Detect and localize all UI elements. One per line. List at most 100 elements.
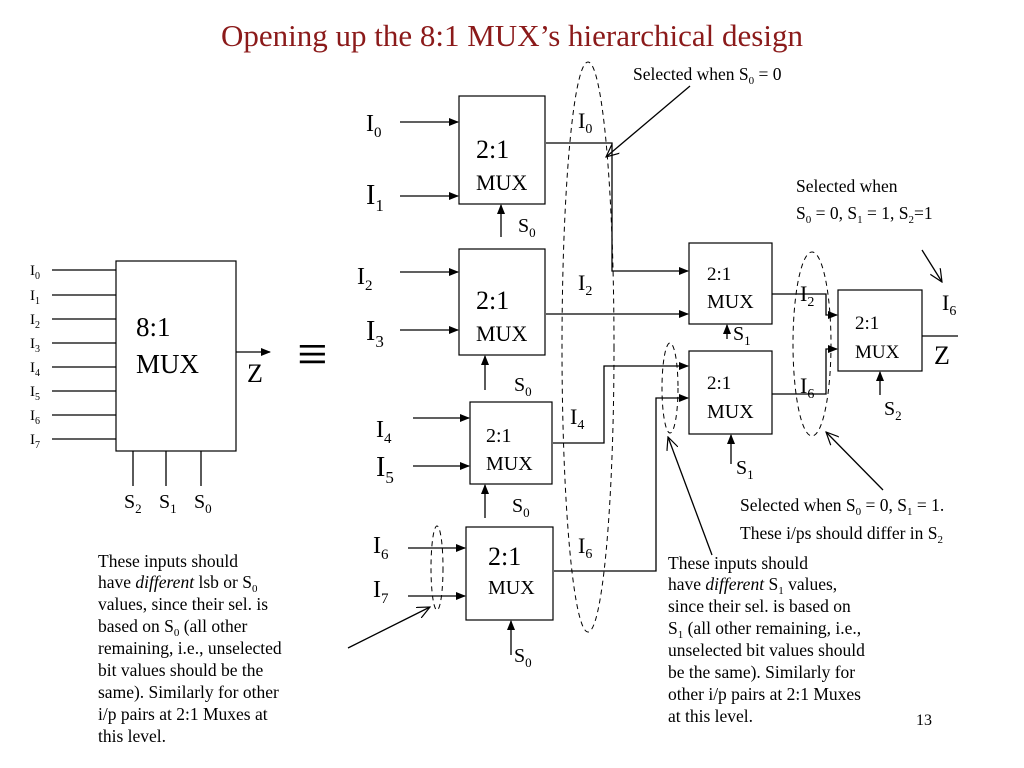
- annotation-arrow: [606, 85, 691, 157]
- mux-box: [688, 350, 773, 435]
- annotation-arrow: [921, 249, 942, 282]
- big-mux-select-label-s2: S2: [124, 491, 142, 516]
- select-label-s1: S1: [736, 457, 754, 482]
- mux-box: [458, 95, 546, 205]
- note-right-line: be the same). Similarly for: [668, 662, 855, 682]
- big-mux-input-label-i3: I3: [30, 336, 40, 355]
- level2-output-label-i2: I2: [800, 281, 814, 310]
- annotation-selected-s2-line2: S0 = 0, S1 = 1, S2=1: [796, 203, 933, 226]
- final-output-label-z: Z: [934, 341, 950, 370]
- annotation-arrow: [668, 437, 713, 556]
- note-left-line: based on S0 (all other: [98, 616, 248, 639]
- annotation-selected-s2-line1: Selected when: [796, 176, 898, 196]
- big-mux-input-label-i0: I0: [30, 263, 40, 282]
- mux-label-mux: MUX: [707, 291, 754, 313]
- mux-2to1-level2-e: 2:1 MUX S1: [688, 242, 773, 348]
- level1-inputs-ellipse: [430, 525, 444, 611]
- mux-label-mux: MUX: [476, 170, 527, 195]
- level2-outputs-ellipse: [792, 251, 832, 437]
- input-label-i2: I2: [357, 264, 373, 294]
- mux-label-ratio: 2:1: [488, 542, 521, 571]
- big-mux-input-label-i5: I5: [30, 384, 40, 403]
- select-label-s0: S0: [514, 645, 532, 670]
- note-right-line: unselected bit values should: [668, 640, 865, 660]
- select-label-s0: S0: [512, 495, 530, 520]
- big-mux-input-label-i1: I1: [30, 288, 40, 307]
- mux-label-ratio: 2:1: [707, 373, 731, 394]
- note-right-line: since their sel. is based on: [668, 596, 851, 616]
- mux-8to1-label-ratio: 8:1: [136, 312, 171, 342]
- annotation-arrow: [347, 607, 430, 649]
- note-left-line: have different lsb or S0: [98, 572, 258, 595]
- annotation-selected-s0-0: Selected when S0 = 0: [633, 64, 782, 87]
- big-mux-input-label-i4: I4: [30, 360, 40, 379]
- annotation-selected-s1-1-line1: Selected when S0 = 0, S1 = 1.: [740, 495, 944, 518]
- mux-8to1-label-mux: MUX: [136, 349, 200, 379]
- mux-label-ratio: 2:1: [855, 313, 879, 334]
- level1-outputs-ellipse: [561, 61, 615, 633]
- select-label-s0: S0: [518, 215, 536, 240]
- input-label-i4: I4: [376, 417, 392, 447]
- mux-box: [837, 289, 923, 372]
- mux-box: [465, 526, 554, 621]
- note-right-line: have different S1 values,: [668, 574, 837, 597]
- mux-box: [688, 242, 773, 325]
- note-right-line: S1 (all other remaining, i.e.,: [668, 618, 861, 641]
- mux-8to1-block: 8:1 MUX I0 I1 I2 I3 I4 I5 I6 I7 Z S2 S1 …: [30, 260, 271, 516]
- big-mux-select-label-s0: S0: [194, 491, 212, 516]
- note-left-line: values, since their sel. is: [98, 594, 268, 614]
- note-right-line: These inputs should: [668, 553, 808, 573]
- annotation-selected-s1-1-line2: These i/ps should differ in S2: [740, 523, 943, 546]
- mux-box: [469, 401, 553, 485]
- mux-label-ratio: 2:1: [476, 135, 509, 164]
- input-label-i0: I0: [366, 111, 382, 141]
- wire-i0-to-mux-e: [546, 142, 689, 275]
- mux-2to1-level1-a: 2:1 MUX I0 I1 S0: [366, 95, 546, 240]
- mux-box: [458, 248, 546, 356]
- level1-output-label-i6: I6: [578, 533, 592, 562]
- big-mux-select-label-s1: S1: [159, 491, 177, 516]
- level1-output-label-i2: I2: [578, 270, 592, 299]
- mux-8to1-box: [115, 260, 237, 452]
- annotation-arrow: [826, 432, 884, 491]
- mux-2to1-level3-g: 2:1 MUX S2 Z I6: [837, 289, 958, 423]
- note-right-line: at this level.: [668, 706, 753, 726]
- note-left-line: this level.: [98, 726, 166, 746]
- mux-label-mux: MUX: [476, 321, 527, 346]
- note-right-line: other i/p pairs at 2:1 Muxes: [668, 684, 861, 704]
- mux-label-ratio: 2:1: [476, 286, 509, 315]
- note-left-line: remaining, i.e., unselected: [98, 638, 282, 658]
- level1-output-label-i4: I4: [570, 404, 584, 433]
- note-left-line: bit values should be the: [98, 660, 263, 680]
- note-right: These inputs should have different S1 va…: [668, 553, 865, 726]
- mux-2to1-level2-f: 2:1 MUX S1: [688, 350, 773, 482]
- big-mux-output-label: Z: [247, 359, 263, 388]
- mux-2to1-level1-b: 2:1 MUX I2 I3 S0: [357, 248, 546, 399]
- slide-title: Opening up the 8:1 MUX’s hierarchical de…: [221, 18, 803, 53]
- note-left-line: These inputs should: [98, 551, 238, 571]
- mux-2to1-level1-d: 2:1 MUX I6 I7 S0: [373, 526, 554, 670]
- input-label-i7: I7: [373, 577, 389, 607]
- big-mux-input-label-i7: I7: [30, 432, 40, 451]
- mux-label-ratio: 2:1: [486, 425, 512, 447]
- level1-output-label-i0: I0: [578, 108, 592, 137]
- note-left: These inputs should have different lsb o…: [98, 551, 282, 746]
- mux-label-mux: MUX: [855, 342, 900, 363]
- level2-inputs-ellipse: [661, 342, 679, 434]
- wire-i4-to-mux-f: [553, 362, 689, 444]
- big-mux-input-label-i6: I6: [30, 408, 40, 427]
- equivalence-symbol: ≡: [297, 324, 327, 384]
- select-label-s0: S0: [514, 374, 532, 399]
- final-output-value-i6: I6: [942, 290, 956, 319]
- wire-i6-to-mux-g: [772, 345, 838, 395]
- slide-number: 13: [916, 712, 932, 729]
- input-label-i6: I6: [373, 533, 389, 563]
- mux-2to1-level1-c: 2:1 MUX I4 I5 S0: [376, 401, 553, 520]
- level2-output-label-i6: I6: [800, 373, 814, 402]
- select-label-s2: S2: [884, 398, 902, 423]
- input-label-i3: I3: [366, 316, 384, 351]
- note-left-line: same). Similarly for other: [98, 682, 279, 702]
- note-left-line: i/p pairs at 2:1 Muxes at: [98, 704, 268, 724]
- input-label-i1: I1: [366, 180, 384, 215]
